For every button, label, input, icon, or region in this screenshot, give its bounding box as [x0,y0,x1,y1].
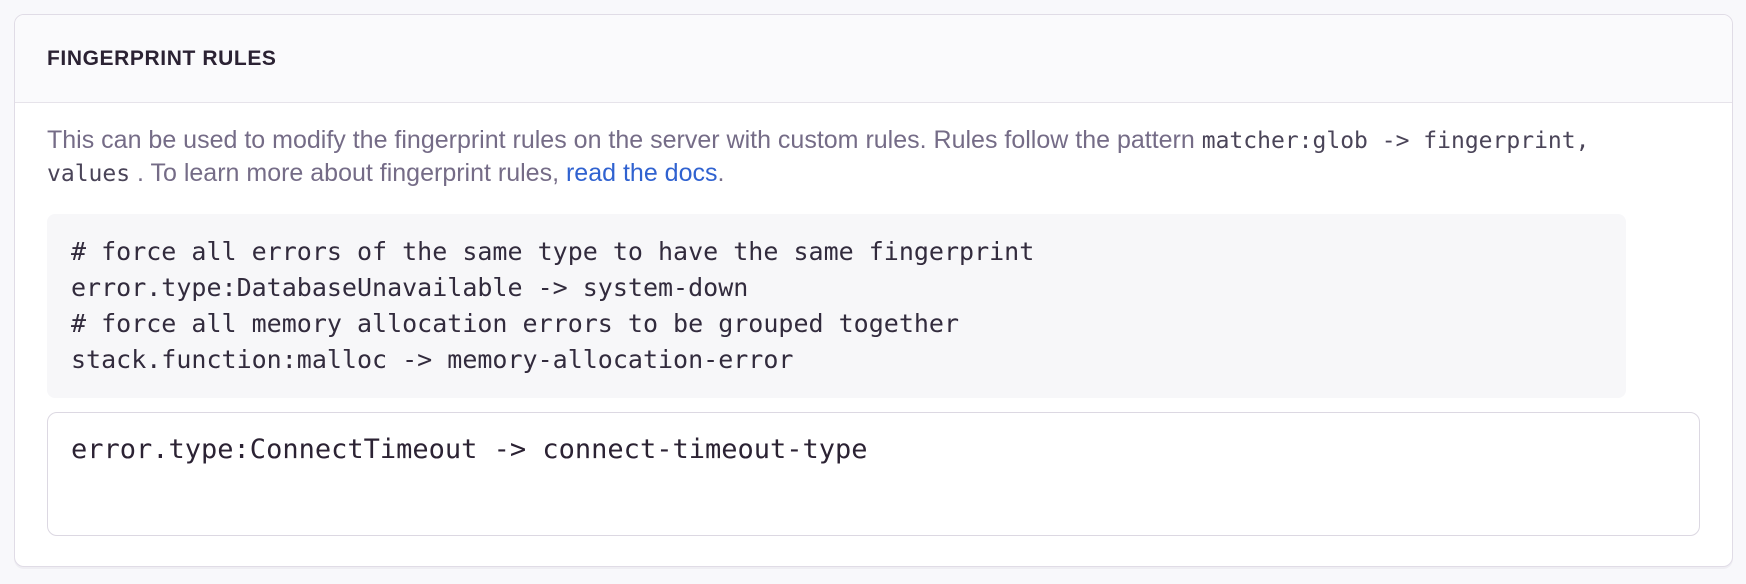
description-text-2: . To learn more about fingerprint rules, [130,159,566,187]
fingerprint-rules-input[interactable]: error.type:ConnectTimeout -> connect-tim… [47,412,1700,536]
read-the-docs-link[interactable]: read the docs [565,159,718,187]
example-code-line-2: error.type:DatabaseUnavailable -> system… [71,273,749,302]
example-code-line-1: # force all errors of the same type to h… [71,237,1035,266]
description-text-1: This can be used to modify the fingerpri… [47,126,1202,154]
pattern-code-part-2: values [47,161,131,187]
panel-title: FINGERPRINT RULES [47,46,277,70]
panel-header: FINGERPRINT RULES [15,15,1732,103]
example-code-line-3: # force all memory allocation errors to … [71,309,960,338]
panel-description: This can be used to modify the fingerpri… [47,124,1700,190]
description-period: . [717,159,725,187]
description-line-2: values . To learn more about fingerprint… [47,157,1700,190]
fingerprint-rules-panel: FINGERPRINT RULES This can be used to mo… [14,14,1733,567]
description-line-1: This can be used to modify the fingerpri… [47,124,1700,157]
pattern-code-part-1: matcher:glob -> fingerprint, [1201,128,1590,154]
example-code-line-4: stack.function:malloc -> memory-allocati… [71,345,794,374]
panel-body: This can be used to modify the fingerpri… [15,103,1732,566]
example-code-block: # force all errors of the same type to h… [47,214,1626,398]
